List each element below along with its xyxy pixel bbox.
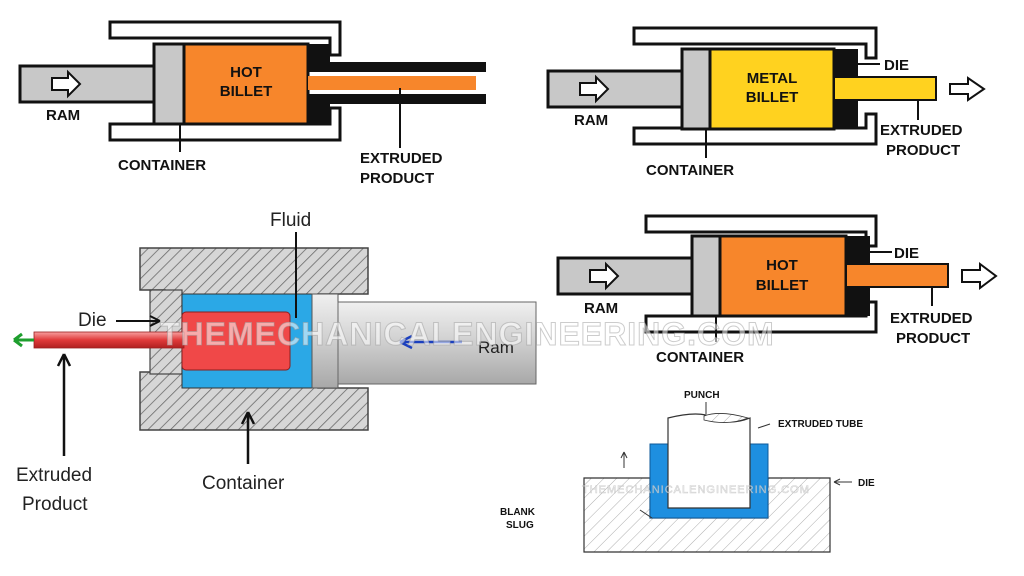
ram-rod <box>18 64 156 104</box>
die-bottom <box>308 102 330 124</box>
tube-top-wall <box>308 62 486 72</box>
ram-label: RAM <box>584 300 618 317</box>
die-leader <box>116 315 161 327</box>
product-label-line2: PRODUCT <box>360 170 434 187</box>
diagram-impact-extrusion: PUNCH EXTRUDED TUBE DIE BLANK SLUG <box>500 390 875 553</box>
billet-label-line1: HOT <box>766 257 798 274</box>
die-top <box>834 49 858 77</box>
container-leader <box>240 411 256 464</box>
product-label-line1: Extruded <box>16 465 92 486</box>
container-label: CONTAINER <box>656 349 744 366</box>
ram-block <box>680 47 712 131</box>
ram-block <box>152 42 186 126</box>
die-label: DIE <box>894 245 919 262</box>
product-label-line1: EXTRUDED <box>360 150 443 167</box>
watermark-small: THEMECHANICALENGINEERING.COM <box>582 484 810 496</box>
punch-label: PUNCH <box>684 390 720 401</box>
billet-label-line1: HOT <box>230 64 262 81</box>
extruded-product <box>308 76 476 90</box>
die-label: DIE <box>858 478 875 489</box>
blank-label-line1: BLANK <box>500 507 536 518</box>
arrow-icon <box>961 262 998 290</box>
diagram-direct-extrusion: HOT BILLET RAM CONTAINER EXTRUDED PRODUC… <box>18 20 486 187</box>
product-label-line2: PRODUCT <box>886 142 960 159</box>
tube-label: EXTRUDED TUBE <box>778 419 863 430</box>
diagram-indirect-extrusion: METAL BILLET DIE RAM CONTAINER EXTRUDED … <box>546 26 986 179</box>
ram-label: Ram <box>478 338 514 357</box>
billet-label-line2: BILLET <box>220 83 273 100</box>
diagram-hydrostatic-extrusion: Fluid Die Ram Extruded Product Container <box>13 210 537 515</box>
arrow-icon <box>620 451 628 468</box>
extruded-product <box>845 263 949 288</box>
tube-leader <box>757 423 771 429</box>
die-leader <box>833 478 852 486</box>
product-label-line2: Product <box>22 494 88 515</box>
tube-bottom-wall <box>308 94 486 104</box>
product-label-line1: EXTRUDED <box>890 310 973 327</box>
arrow-icon <box>399 334 462 350</box>
die-label: DIE <box>884 57 909 74</box>
die-top <box>846 236 870 264</box>
watermark-main: THEMECHANICALENGINEERING.COM <box>160 316 775 352</box>
die-top <box>308 44 330 66</box>
billet-label-line2: BILLET <box>746 89 799 106</box>
ram-rod <box>556 256 694 296</box>
ram-block <box>690 234 722 318</box>
arrow-icon <box>51 69 82 99</box>
ram-rod <box>546 69 684 109</box>
product-leader <box>56 353 72 456</box>
billet-label-line2: BILLET <box>756 277 809 294</box>
extruded-product <box>833 76 937 101</box>
ram-label: RAM <box>574 112 608 129</box>
product-label-line1: EXTRUDED <box>880 122 963 139</box>
blank-label-line2: SLUG <box>506 520 534 531</box>
product-label-line2: PRODUCT <box>896 330 970 347</box>
hot-billet <box>718 234 848 318</box>
ram-label: RAM <box>46 107 80 124</box>
punch-top-hatch <box>703 413 750 423</box>
arrow-icon <box>13 332 34 348</box>
slug-leader <box>639 509 653 519</box>
die-label: Die <box>78 310 107 331</box>
arrow-icon <box>949 76 986 102</box>
diagram-hot-extrusion: HOT BILLET DIE RAM CONTAINER EXTRUDED PR… <box>556 214 998 366</box>
die-bottom <box>834 100 858 129</box>
fluid-label: Fluid <box>270 210 311 231</box>
die-bottom <box>846 287 870 316</box>
arrow-icon <box>589 261 620 291</box>
ram-piston <box>311 293 339 389</box>
container-label: CONTAINER <box>646 162 734 179</box>
arrow-icon <box>579 74 610 104</box>
billet-label-line1: METAL <box>747 70 798 87</box>
container-label: Container <box>202 473 285 494</box>
container-top-rail <box>632 26 878 60</box>
container-label: CONTAINER <box>118 157 206 174</box>
